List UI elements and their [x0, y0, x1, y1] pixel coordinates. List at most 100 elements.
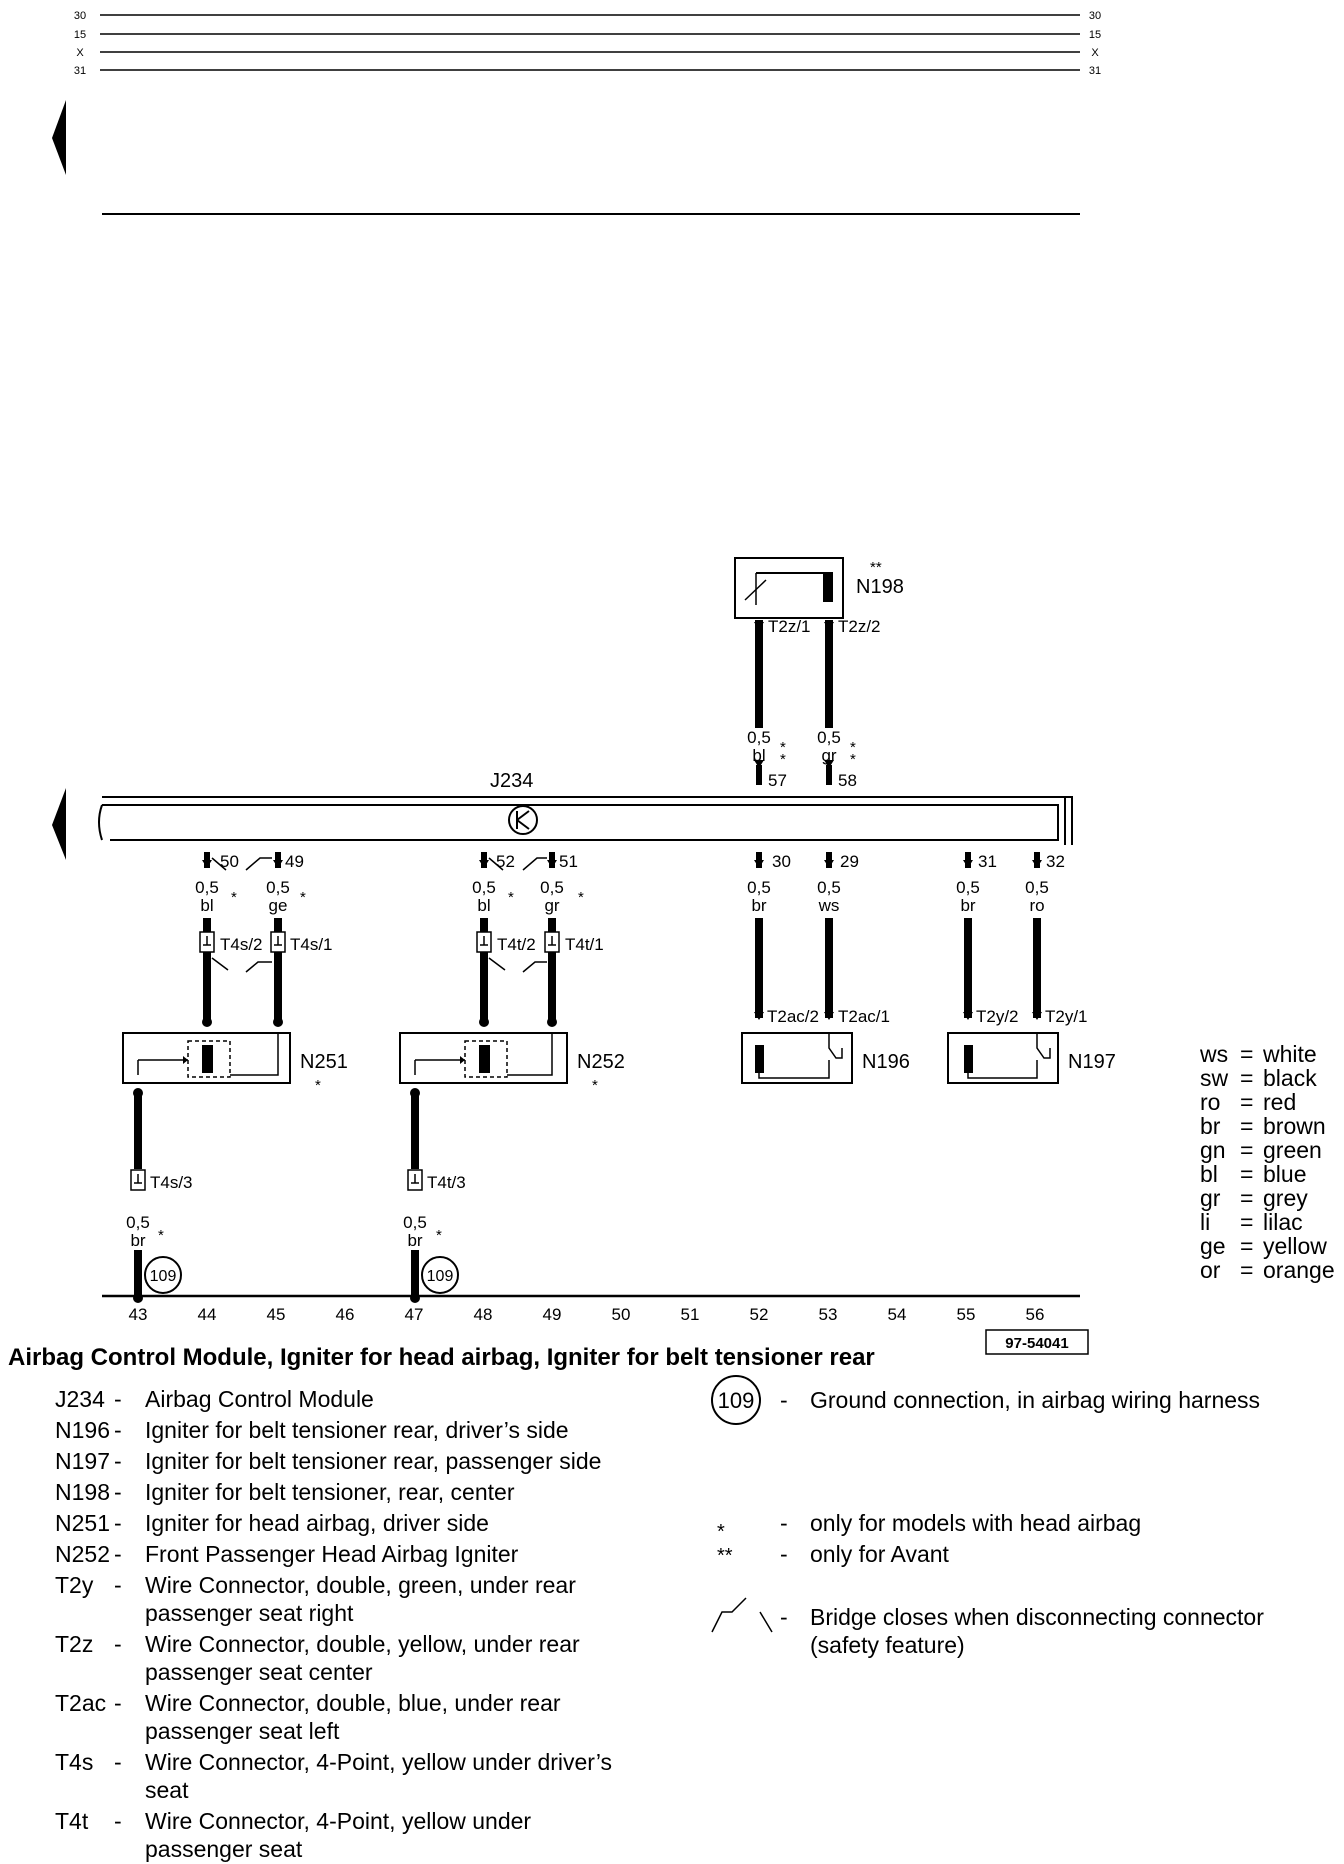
svg-text:0,5: 0,5	[540, 878, 564, 897]
rail-label-right: 30	[1089, 10, 1101, 22]
svg-text:-: -	[114, 1631, 122, 1657]
component-n252: N252 *	[399, 1032, 625, 1094]
svg-text:Igniter for belt tensioner, re: Igniter for belt tensioner, rear, center	[145, 1479, 515, 1505]
svg-text:-: -	[114, 1448, 122, 1474]
svg-text:Igniter for belt tensioner rea: Igniter for belt tensioner rear, passeng…	[145, 1448, 601, 1474]
svg-text:br: br	[130, 1231, 145, 1250]
svg-text:=: =	[1240, 1233, 1253, 1259]
svg-text:Airbag Control Module: Airbag Control Module	[145, 1386, 374, 1412]
svg-text:*: *	[850, 739, 856, 756]
svg-text:29: 29	[840, 852, 859, 871]
svg-text:52: 52	[750, 1305, 769, 1324]
svg-text:-: -	[114, 1690, 122, 1716]
bridge-symbol-icon	[711, 1597, 773, 1633]
svg-text:gr: gr	[544, 896, 559, 915]
svg-text:T4s: T4s	[55, 1749, 93, 1775]
svg-text:br: br	[1200, 1113, 1221, 1139]
svg-text:Front Passenger Head Airbag Ig: Front Passenger Head Airbag Igniter	[145, 1541, 519, 1567]
svg-text:ro: ro	[1029, 896, 1044, 915]
svg-text:51: 51	[681, 1305, 700, 1324]
track-numbers: 43 44 45 46 47 48 49 50 51 52 53 54 55 5…	[129, 1305, 1045, 1324]
svg-text:yellow: yellow	[1263, 1233, 1327, 1259]
svg-text:=: =	[1240, 1089, 1253, 1115]
svg-text:**: **	[717, 1545, 733, 1567]
asterisk-mark: **	[870, 559, 882, 576]
svg-text:0,5: 0,5	[817, 878, 841, 897]
svg-text:*: *	[717, 1521, 725, 1543]
svg-text:*: *	[436, 1227, 442, 1244]
svg-text:lilac: lilac	[1263, 1209, 1303, 1235]
rail-label-left: 15	[74, 29, 86, 41]
svg-text:*: *	[780, 751, 786, 768]
svg-text:(safety feature): (safety feature)	[810, 1632, 965, 1658]
svg-text:47: 47	[405, 1305, 424, 1324]
diagram-title: Airbag Control Module, Igniter for head …	[8, 1344, 875, 1371]
svg-text:Wire Connector, 4-Point, yello: Wire Connector, 4-Point, yellow under	[145, 1808, 531, 1834]
svg-text:-: -	[114, 1417, 122, 1443]
component-label: N198	[856, 576, 904, 598]
svg-text:-: -	[114, 1572, 122, 1598]
svg-text:or: or	[1200, 1257, 1221, 1283]
svg-text:Wire Connector, double, yellow: Wire Connector, double, yellow, under re…	[145, 1631, 580, 1657]
n198-wires: T2z/1 T2z/2	[754, 617, 881, 728]
svg-text:T2y/2: T2y/2	[976, 1007, 1019, 1026]
svg-text:31: 31	[978, 852, 997, 871]
svg-text:red: red	[1263, 1089, 1296, 1115]
ground-branch-right: T4t/3 0,5 br * 109	[403, 1088, 466, 1303]
connector-label: T2z/2	[838, 617, 881, 636]
svg-text:*: *	[158, 1227, 164, 1244]
svg-text:N252: N252	[55, 1541, 110, 1567]
svg-text:*: *	[300, 889, 306, 906]
svg-text:-: -	[114, 1541, 122, 1567]
svg-text:Igniter for belt tensioner rea: Igniter for belt tensioner rear, driver’…	[145, 1417, 569, 1443]
svg-text:49: 49	[285, 852, 304, 871]
svg-text:only for Avant: only for Avant	[810, 1541, 950, 1567]
module-label: J234	[490, 770, 533, 792]
rail-label-right: X	[1091, 47, 1099, 59]
svg-text:only for models with head airb: only for models with head airbag	[810, 1510, 1141, 1536]
ground-symbol-label: 109	[718, 1388, 755, 1413]
svg-text:0,5: 0,5	[403, 1213, 427, 1232]
svg-text:-: -	[780, 1604, 788, 1630]
connector-label: T2z/1	[768, 617, 811, 636]
svg-text:30: 30	[772, 852, 791, 871]
rail-label-right: 31	[1089, 65, 1101, 77]
svg-text:0,5: 0,5	[472, 878, 496, 897]
svg-text:Igniter for head airbag, drive: Igniter for head airbag, driver side	[145, 1510, 489, 1536]
connector-labels: T4s/2 T4s/1 T4t/2 T4t/1	[220, 935, 604, 954]
svg-text:Wire Connector, 4-Point, yello: Wire Connector, 4-Point, yellow under dr…	[145, 1749, 612, 1775]
svg-text:45: 45	[267, 1305, 286, 1324]
svg-text:*: *	[508, 889, 514, 906]
component-n251: N251 *	[122, 1032, 348, 1094]
svg-text:-: -	[114, 1808, 122, 1834]
svg-text:T4s/2: T4s/2	[220, 935, 263, 954]
component-n196: N196	[741, 1032, 910, 1084]
svg-text:sw: sw	[1200, 1065, 1229, 1091]
svg-text:0,5: 0,5	[747, 878, 771, 897]
svg-text:T2ac: T2ac	[55, 1690, 106, 1716]
continuation-arrow-icon	[52, 788, 66, 860]
svg-text:0,5: 0,5	[266, 878, 290, 897]
component-label: N197	[1068, 1051, 1116, 1073]
svg-text:=: =	[1240, 1065, 1253, 1091]
svg-text:0,5: 0,5	[817, 728, 841, 747]
svg-text:51: 51	[559, 852, 578, 871]
svg-text:br: br	[407, 1231, 422, 1250]
ground-symbol-label: 109	[150, 1268, 177, 1285]
svg-text:44: 44	[198, 1305, 217, 1324]
svg-text:bl: bl	[200, 896, 213, 915]
svg-text:=: =	[1240, 1161, 1253, 1187]
svg-text:passenger seat right: passenger seat right	[145, 1600, 354, 1626]
rail-label-right: 15	[1089, 29, 1101, 41]
svg-text:*: *	[231, 889, 237, 906]
svg-text:blue: blue	[1263, 1161, 1306, 1187]
svg-text:bl: bl	[477, 896, 490, 915]
asterisk-mark: *	[315, 1077, 321, 1094]
svg-text:N196: N196	[55, 1417, 110, 1443]
component-n198: N198 **	[734, 557, 904, 619]
svg-text:T4s/3: T4s/3	[150, 1173, 193, 1192]
component-legend: J234-Airbag Control Module N196-Igniter …	[55, 1386, 612, 1862]
svg-text:=: =	[1240, 1185, 1253, 1211]
svg-text:seat: seat	[145, 1777, 189, 1803]
